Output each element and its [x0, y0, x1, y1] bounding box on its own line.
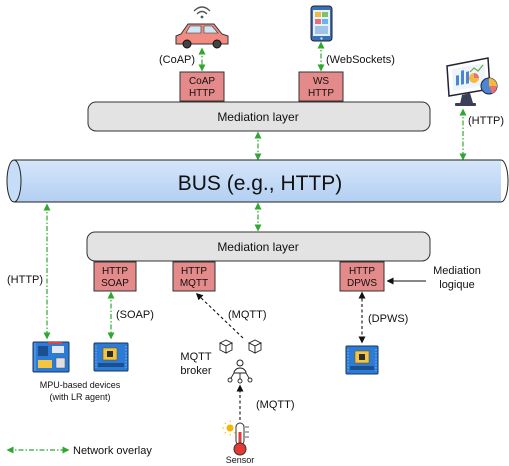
circuit-board-icon [93, 342, 129, 372]
left-http-label: (HTTP) [7, 274, 43, 286]
bus-label: BUS (e.g., HTTP) [178, 172, 343, 195]
smartphone-icon [310, 5, 333, 42]
car-wifi-icon [175, 6, 229, 49]
http-dpws-adapter [339, 261, 385, 292]
mqtt-broker-label-line1: MQTT [180, 351, 211, 363]
coap-adapter-line1: CoAP [189, 76, 215, 87]
coap-adapter-line2: HTTP [189, 88, 215, 99]
circuit-board-icon [32, 341, 70, 373]
dpws-link-label: (DPWS) [368, 313, 408, 325]
ws-adapter-line1: WS [313, 76, 329, 87]
http-soap-adapter [93, 261, 137, 292]
legend-network-overlay: Network overlay [73, 445, 152, 457]
mqtt-adapter-line2: MQTT [180, 278, 208, 289]
mediation-logique-line1: Mediation [433, 265, 481, 277]
mpu-devices-label-line2: (with LR agent) [49, 392, 110, 402]
ws-http-adapter [298, 71, 344, 102]
thermometer-sensor-icon [222, 420, 249, 456]
dpws-adapter-line2: DPWS [347, 278, 377, 289]
soap-adapter-line1: HTTP [102, 266, 128, 277]
mqtt-lower-label: (MQTT) [256, 399, 294, 411]
top-mediation-layer [87, 101, 431, 132]
broker-network-icon [218, 339, 263, 384]
mqtt-adapter-line1: HTTP [181, 266, 207, 277]
circuit-board-icon [345, 345, 379, 375]
soap-link-label: (SOAP) [116, 309, 154, 321]
mediation-logique-line2: logique [439, 279, 474, 291]
bus-cylinder [6, 159, 509, 203]
soap-adapter-line2: SOAP [101, 278, 129, 289]
bottom-mediation-layer [86, 231, 431, 262]
mpu-devices-label-line1: MPU-based devices [40, 380, 121, 390]
top-mediation-label: Mediation layer [217, 110, 298, 124]
mqtt-upper-label: (MQTT) [228, 309, 266, 321]
dashboard-http-label: (HTTP) [468, 115, 504, 127]
coap-link-label: (CoAP) [159, 54, 195, 66]
sensor-label: Sensor [226, 455, 255, 465]
bottom-mediation-label: Mediation layer [217, 240, 298, 254]
ws-adapter-line2: HTTP [308, 88, 334, 99]
dashboard-monitor-icon [446, 57, 498, 106]
websockets-link-label: (WebSockets) [326, 54, 395, 66]
mqtt-broker-label-line2: broker [180, 365, 212, 377]
http-mqtt-adapter [172, 261, 216, 292]
dpws-adapter-line1: HTTP [349, 266, 375, 277]
coap-http-adapter [179, 71, 225, 102]
